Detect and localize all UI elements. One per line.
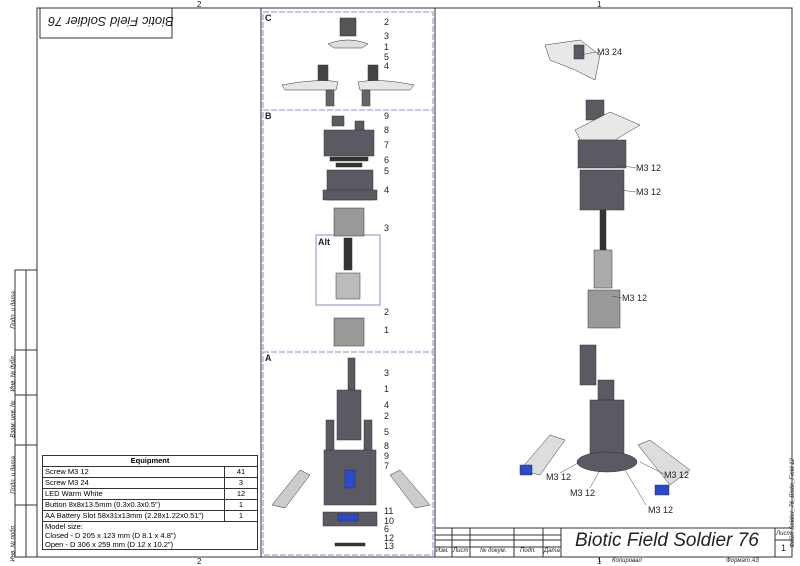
callout-number: 2 [384, 307, 390, 317]
sheet-label: Лист [776, 531, 792, 537]
equipment-header: Equipment [42, 455, 258, 467]
zone-number: 2 [197, 0, 202, 9]
drawing-title: Biotic Field Soldier 76 [575, 530, 759, 551]
callout-number: 1 [384, 325, 390, 335]
assembly-label: M3 12 [648, 505, 674, 515]
callout-number: 6 [384, 155, 390, 165]
section-label-a: A [265, 353, 272, 363]
copied-num: 1 [598, 558, 602, 564]
sheet-number: 1 [781, 543, 787, 553]
model-size-row: Model size: Closed - D 205 x 123 mm (D 8… [42, 521, 258, 550]
callout-number: 6 [384, 524, 390, 534]
section-label-b: B [265, 111, 272, 121]
callout-number: 4 [384, 400, 390, 410]
copied-label: Копировал [612, 558, 642, 564]
col-label: Подп. [520, 548, 536, 554]
assembly-label: M3 12 [636, 187, 662, 197]
assembly-label: M3 12 [664, 470, 690, 480]
callout-number: 8 [384, 125, 390, 135]
table-row: AA Battery Slot 58x31x13mm (2.28x1.22x0.… [42, 510, 258, 522]
zone-number: 1 [597, 0, 602, 9]
top-stamp-box [39, 7, 173, 39]
col-label: Изм. [436, 548, 449, 554]
table-row: Button 8x8x13.5mm (0.3x0.3x0.5")1 [42, 499, 258, 511]
callout-number: 12 [384, 533, 395, 543]
zone-number: 2 [197, 557, 202, 566]
side-stamp-label: Инв. № дубл. [10, 354, 17, 392]
assembly-label: M3 12 [622, 293, 648, 303]
callout-number: 2 [384, 17, 390, 27]
section-label-c: C [265, 13, 272, 23]
assembly-label: M3 24 [597, 47, 623, 57]
callout-number: 7 [384, 140, 390, 150]
file-label: Файл: Soldier_76_Biotic_Field 12 [789, 458, 796, 548]
zone-number: 1 [597, 557, 602, 566]
callout-number: 8 [384, 441, 390, 451]
assembly-view [519, 39, 691, 496]
format-label: Формат А3 [726, 558, 759, 564]
alt-label: Alt [318, 237, 330, 247]
callout-number: 11 [384, 506, 394, 516]
callout-number: 5 [384, 52, 390, 62]
callout-number: 5 [384, 166, 390, 176]
callout-number: 3 [384, 31, 390, 41]
callout-number: 7 [384, 461, 390, 471]
title-block [434, 527, 793, 558]
callout-number: 3 [384, 223, 390, 233]
top-stamp-title: Biotic Field Soldier 76 [48, 14, 174, 29]
side-stamp-label: Инв. № подл. [10, 524, 17, 562]
callout-number: 13 [384, 541, 395, 551]
callout-number: 1 [384, 42, 390, 52]
col-label: Лист [453, 548, 469, 554]
callout-number: 9 [384, 111, 390, 121]
side-stamp-label: Подп. и дата [10, 291, 17, 329]
col-label: № докум. [480, 548, 507, 554]
side-stamp-label: Взам. инв. № [10, 400, 17, 438]
section-a-frame [262, 351, 434, 556]
assembly-label: M3 12 [570, 488, 596, 498]
assembly-label: M3 12 [636, 163, 662, 173]
callout-number: 2 [384, 411, 390, 421]
col-label: Дата [544, 548, 560, 554]
callout-number: 1 [384, 384, 390, 394]
callout-number: 9 [384, 451, 390, 461]
callout-number: 10 [384, 516, 395, 526]
assembly-label: M3 12 [546, 472, 572, 482]
callout-number: 5 [384, 427, 390, 437]
callout-number: 3 [384, 368, 390, 378]
callout-number: 4 [384, 61, 390, 71]
side-stamp-label: Подп. и дата [10, 456, 17, 494]
callout-number: 4 [384, 185, 390, 195]
